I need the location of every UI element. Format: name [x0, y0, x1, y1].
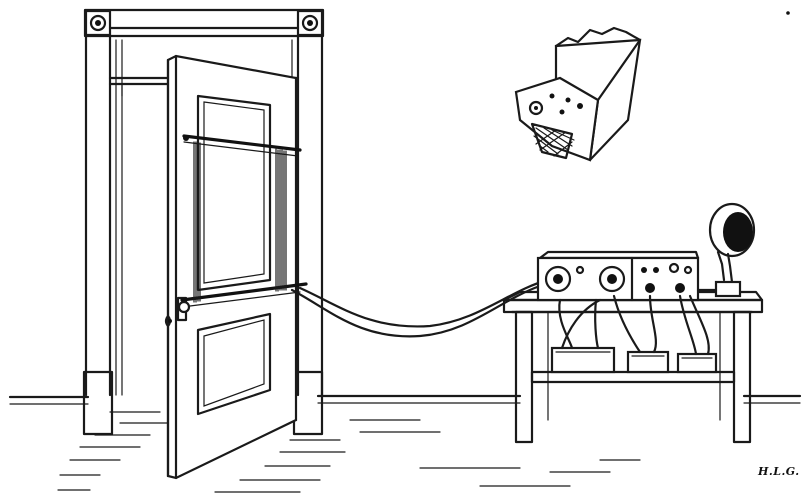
artist-signature: H.L.G. — [758, 465, 800, 478]
lead-in-cables — [292, 280, 548, 336]
batteries — [552, 348, 716, 372]
battery-wires — [559, 296, 709, 354]
horn-loudspeaker — [698, 204, 754, 296]
floor-lines — [10, 396, 800, 492]
radio-receiver — [538, 252, 698, 300]
corner-mark — [786, 11, 790, 15]
detail-inset-contact-block — [516, 28, 640, 160]
